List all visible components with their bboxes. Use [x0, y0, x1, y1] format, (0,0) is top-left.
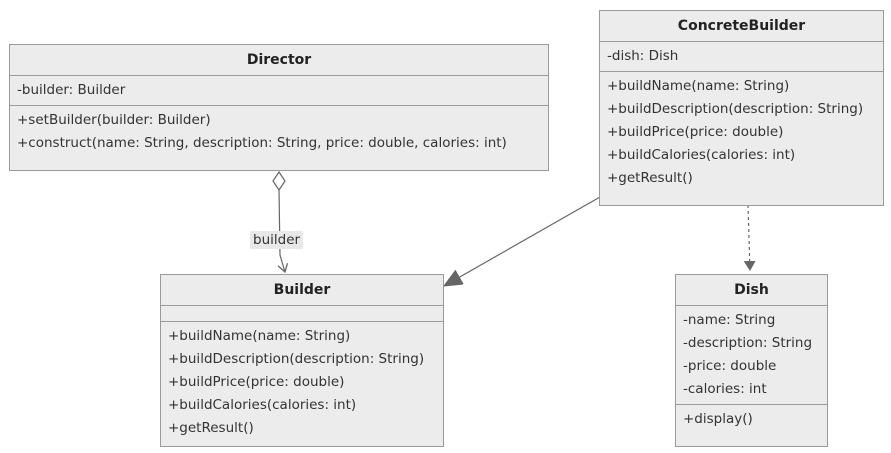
method: +buildPrice(price: double): [607, 124, 784, 140]
method: +buildDescription(description: String): [168, 351, 425, 367]
class-dish[interactable]: Dish -name: String -description: String …: [675, 274, 828, 447]
attribute: -price: double: [683, 358, 777, 374]
attribute: -description: String: [683, 335, 813, 351]
class-name: ConcreteBuilder: [600, 11, 883, 42]
attributes-section: -name: String -description: String -pric…: [676, 306, 827, 405]
inheritance-line-concretebuilder-builder: [444, 196, 601, 286]
aggregation-label: builder: [250, 231, 304, 249]
class-name: Dish: [676, 275, 827, 306]
method: +display(): [683, 411, 753, 427]
method: +getResult(): [607, 170, 693, 186]
attribute: -dish: Dish: [607, 48, 679, 64]
method: +buildName(name: String): [607, 78, 790, 94]
aggregation-diamond: [272, 170, 286, 192]
class-name: Builder: [161, 275, 443, 306]
class-name: Director: [10, 45, 548, 76]
attributes-section: [161, 306, 443, 322]
methods-section: +buildName(name: String) +buildDescripti…: [161, 322, 443, 443]
methods-section: +display(): [676, 405, 827, 434]
method: +buildCalories(calories: int): [607, 147, 796, 163]
method: +buildCalories(calories: int): [168, 397, 357, 413]
class-director[interactable]: Director -builder: Builder +setBuilder(b…: [9, 44, 549, 171]
attribute: -calories: int: [683, 381, 767, 397]
methods-section: +buildName(name: String) +buildDescripti…: [600, 72, 883, 193]
attribute: -name: String: [683, 312, 776, 328]
method: +construct(name: String, description: St…: [17, 135, 507, 151]
method: +buildName(name: String): [168, 328, 351, 344]
attribute: -builder: Builder: [17, 82, 126, 98]
dependency-line-concretebuilder-dish: [743, 204, 756, 272]
class-builder[interactable]: Builder +buildName(name: String) +buildD…: [160, 274, 444, 447]
method: +buildDescription(description: String): [607, 101, 864, 117]
method: +buildPrice(price: double): [168, 374, 345, 390]
method: +setBuilder(builder: Builder): [17, 112, 211, 128]
class-concrete-builder[interactable]: ConcreteBuilder -dish: Dish +buildName(n…: [599, 10, 884, 206]
method: +getResult(): [168, 420, 254, 436]
attributes-section: -dish: Dish: [600, 42, 883, 72]
attributes-section: -builder: Builder: [10, 76, 548, 106]
aggregation-line-director-builder: [279, 189, 285, 272]
methods-section: +setBuilder(builder: Builder) +construct…: [10, 106, 548, 158]
